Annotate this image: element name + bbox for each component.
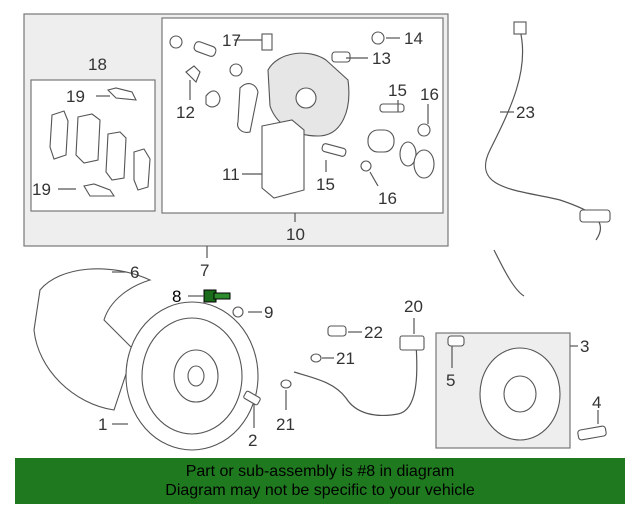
callout-18: 18 [88, 55, 107, 74]
callout-23: 23 [516, 103, 535, 122]
callout-17: 17 [222, 31, 241, 50]
callout-21-lower: 21 [276, 415, 295, 434]
callout-1: 1 [98, 415, 107, 434]
bolt-8-highlighted [203, 289, 231, 303]
stud-4 [577, 425, 607, 441]
callout-12: 12 [176, 103, 195, 122]
callout-15-lower: 15 [316, 175, 335, 194]
bolt-22 [327, 325, 347, 337]
callout-19-bottom: 19 [32, 180, 51, 199]
washer-21-upper [310, 353, 322, 363]
brake-pad-parts [49, 87, 151, 197]
callout-labels: 17 13 14 18 19 12 19 11 15 16 15 16 10 7… [32, 29, 601, 450]
callout-7: 7 [200, 261, 209, 280]
callout-6: 6 [130, 263, 139, 282]
callout-20: 20 [404, 297, 423, 316]
callout-21-upper: 21 [336, 349, 355, 368]
callout-3: 3 [580, 337, 589, 356]
callout-10: 10 [286, 225, 305, 244]
speed-sensor-wire [484, 29, 602, 241]
callout-19-top: 19 [66, 87, 85, 106]
washer-9 [232, 306, 244, 318]
sensor-head [579, 209, 611, 223]
callout-16-lower: 16 [378, 189, 397, 208]
hub-bearing [447, 335, 561, 441]
callout-14: 14 [404, 29, 423, 48]
callout-2: 2 [248, 431, 257, 450]
banner-line-1: Part or sub-assembly is #8 in diagram [185, 463, 455, 480]
hose-bracket [399, 335, 425, 351]
brake-hose [293, 343, 418, 417]
callout-22: 22 [364, 323, 383, 342]
brake-rotor [125, 301, 259, 451]
sensor-connector [513, 21, 527, 35]
callout-5: 5 [446, 371, 455, 390]
callout-4: 4 [592, 393, 601, 412]
washer-21-lower [280, 379, 292, 389]
callout-15-right: 15 [388, 81, 407, 100]
leader-lines [58, 37, 599, 428]
callout-13: 13 [372, 49, 391, 68]
part-info-banner: Part or sub-assembly is #8 in diagram Di… [15, 458, 625, 504]
bolt-2 [243, 390, 261, 406]
banner-line-2: Diagram may not be specific to your vehi… [165, 482, 475, 499]
callout-9: 9 [264, 303, 273, 322]
callout-8-highlighted: 8 [172, 287, 181, 306]
callout-16-right: 16 [420, 85, 439, 104]
caliper-parts [169, 31, 435, 199]
dust-shield [33, 268, 152, 411]
callout-11: 11 [222, 165, 240, 184]
